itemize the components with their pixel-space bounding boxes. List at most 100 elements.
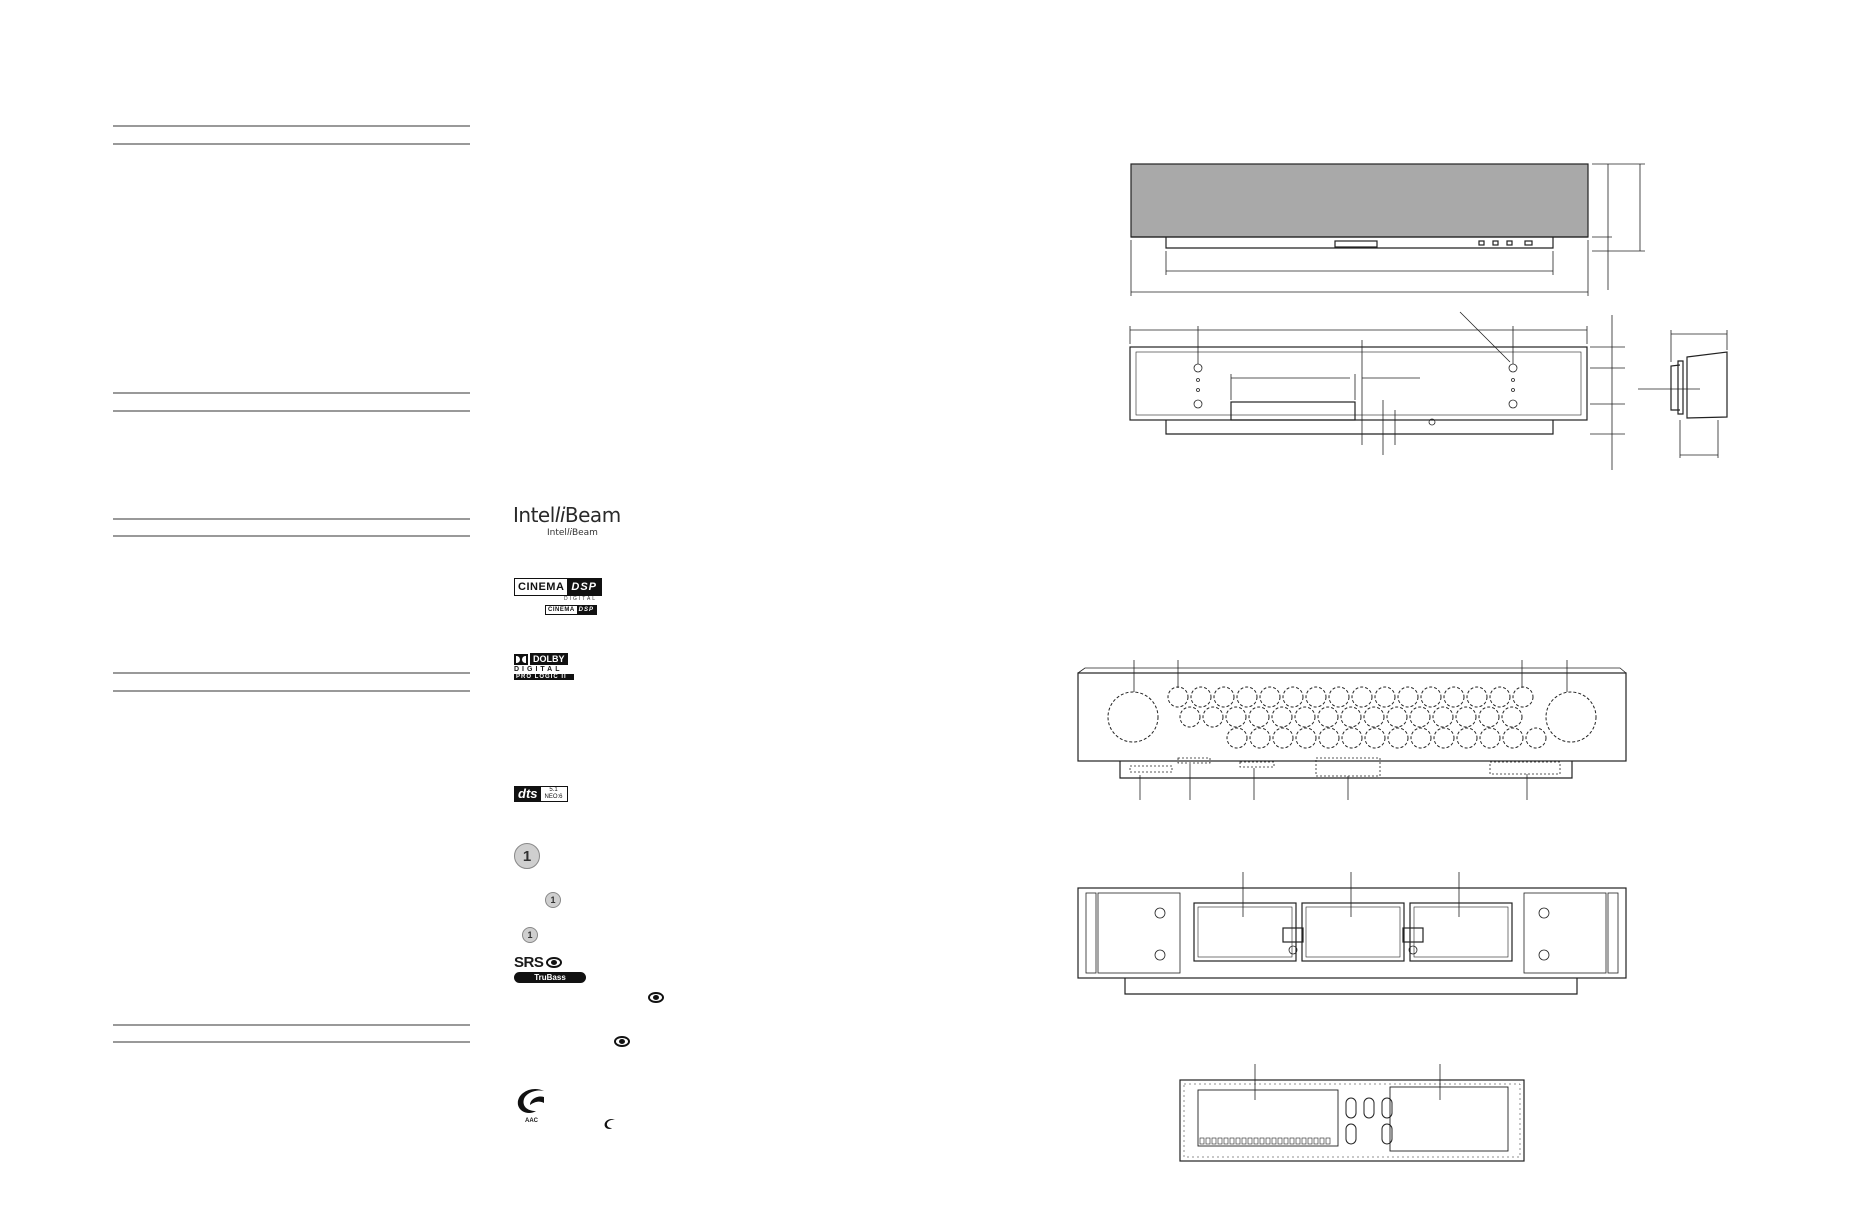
speaker-driver-circle bbox=[1501, 706, 1523, 728]
connector-pin bbox=[1247, 1137, 1253, 1145]
connector-pin bbox=[1205, 1137, 1211, 1145]
speaker-driver-circle bbox=[1248, 706, 1270, 728]
speaker-driver-circle bbox=[1236, 686, 1258, 708]
speaker-driver-circle bbox=[1226, 727, 1248, 749]
speaker-driver-circle bbox=[1410, 727, 1432, 749]
speaker-array-drawing bbox=[1077, 660, 1627, 800]
logo-text: Intel bbox=[547, 528, 567, 538]
logo-text: AAC bbox=[525, 1118, 538, 1124]
speaker-driver-circle bbox=[1363, 706, 1385, 728]
speaker-driver-circle bbox=[1432, 706, 1454, 728]
cinema-dsp-logo-small: CINEMA DSP bbox=[545, 605, 598, 615]
connector-pin bbox=[1217, 1137, 1223, 1145]
speaker-driver-circle bbox=[1249, 727, 1271, 749]
speaker-driver-circle bbox=[1272, 727, 1294, 749]
connector-pin bbox=[1259, 1137, 1265, 1145]
connector-pin bbox=[1301, 1137, 1307, 1145]
logo-text: Beam bbox=[564, 503, 621, 527]
speaker-driver-circle bbox=[1374, 686, 1396, 708]
speaker-driver-circle bbox=[1409, 706, 1431, 728]
srs-circle-icon bbox=[546, 957, 563, 968]
speaker-driver-circle bbox=[1213, 686, 1235, 708]
logo-text: SRS bbox=[514, 954, 544, 971]
speaker-driver-circle bbox=[1271, 706, 1293, 728]
aac-wave-icon bbox=[604, 1119, 616, 1129]
logo-text: Intel bbox=[513, 503, 555, 527]
logo-text: Beam bbox=[571, 528, 598, 538]
speaker-driver-circle bbox=[1340, 706, 1362, 728]
aac-wave-icon bbox=[517, 1088, 544, 1113]
speaker-driver-circle bbox=[1351, 686, 1373, 708]
one-logo-icon: 1 bbox=[514, 843, 540, 869]
logo-text: li bbox=[554, 503, 566, 527]
speaker-driver-circle bbox=[1364, 727, 1386, 749]
srs-mark bbox=[611, 1034, 630, 1052]
speaker-driver-circle bbox=[1294, 706, 1316, 728]
connector-pin bbox=[1313, 1137, 1319, 1145]
intellibeam-logo: IntelliBeam bbox=[513, 503, 621, 527]
dts-neo6-logo: dts 5.1 NEO:6 bbox=[514, 786, 568, 802]
aac-logo-small bbox=[603, 1117, 617, 1135]
logo-text: 1 bbox=[550, 895, 556, 905]
speaker-driver-circle bbox=[1512, 686, 1534, 708]
circuit-board-drawing bbox=[1179, 1064, 1525, 1162]
logo-text: NEO:6 bbox=[544, 794, 563, 800]
connector-pin bbox=[1229, 1137, 1235, 1145]
logo-text: CINEMA bbox=[515, 579, 568, 595]
speaker-driver-circle bbox=[1386, 706, 1408, 728]
speaker-driver-circle bbox=[1502, 727, 1524, 749]
double-d-icon bbox=[514, 653, 528, 665]
srs-mark bbox=[645, 990, 664, 1008]
speaker-driver-circle bbox=[1455, 706, 1477, 728]
srs-trubass-logo: SRS TruBass bbox=[514, 954, 586, 983]
logo-text: 1 bbox=[522, 847, 532, 865]
cinema-dsp-logo: CINEMA DSP DIGITAL bbox=[514, 578, 603, 602]
speaker-driver-circle bbox=[1420, 686, 1442, 708]
speaker-driver-circle bbox=[1341, 727, 1363, 749]
speaker-driver-circle bbox=[1225, 706, 1247, 728]
speaker-driver-circle bbox=[1190, 686, 1212, 708]
speaker-driver-circle bbox=[1202, 706, 1224, 728]
logo-text: 5.1 bbox=[549, 787, 558, 793]
logo-text: DSP bbox=[567, 579, 602, 595]
front-view-drawing bbox=[1130, 163, 1645, 296]
speaker-driver-circle bbox=[1397, 686, 1419, 708]
speaker-driver-circle bbox=[1387, 727, 1409, 749]
logo-text: DIGITAL bbox=[564, 596, 598, 602]
connector-pin bbox=[1307, 1137, 1313, 1145]
logo-text: dts bbox=[515, 787, 541, 801]
connector-pin bbox=[1319, 1137, 1325, 1145]
logo-text: 1 bbox=[527, 930, 533, 940]
connector-pin bbox=[1241, 1137, 1247, 1145]
srs-circle-icon bbox=[648, 992, 664, 1003]
speaker-driver-circle bbox=[1179, 706, 1201, 728]
chassis-drawing bbox=[1077, 872, 1627, 995]
connector-pin bbox=[1325, 1137, 1331, 1145]
logo-text: TruBass bbox=[514, 972, 586, 983]
connector-pin bbox=[1199, 1137, 1205, 1145]
speaker-driver-circle bbox=[1479, 727, 1501, 749]
srs-circle-icon bbox=[614, 1036, 630, 1047]
speaker-driver-circle bbox=[1328, 686, 1350, 708]
speaker-driver-circle bbox=[1282, 686, 1304, 708]
logo-text: DIGITAL bbox=[514, 666, 563, 673]
connector-pin bbox=[1265, 1137, 1271, 1145]
intellibeam-logo-small: IntelliBeam bbox=[547, 528, 598, 538]
speaker-driver-circle bbox=[1305, 686, 1327, 708]
connector-pin bbox=[1253, 1137, 1259, 1145]
logo-text: CINEMA bbox=[546, 606, 577, 614]
speaker-driver-circle bbox=[1466, 686, 1488, 708]
speaker-driver-circle bbox=[1295, 727, 1317, 749]
speaker-driver-circle bbox=[1456, 727, 1478, 749]
dolby-prologic-logo: DOLBY DIGITAL PRO LOGIC II bbox=[514, 653, 574, 680]
left-column-rules bbox=[113, 125, 470, 1043]
speaker-driver-circle bbox=[1478, 706, 1500, 728]
logo-text: PRO LOGIC II bbox=[514, 674, 574, 680]
speaker-driver-circle bbox=[1525, 727, 1547, 749]
speaker-driver-circle bbox=[1167, 686, 1189, 708]
speaker-driver-circle bbox=[1259, 686, 1281, 708]
connector-pin bbox=[1235, 1137, 1241, 1145]
connector-pin bbox=[1277, 1137, 1283, 1145]
connector-pin bbox=[1289, 1137, 1295, 1145]
connector-pin bbox=[1283, 1137, 1289, 1145]
